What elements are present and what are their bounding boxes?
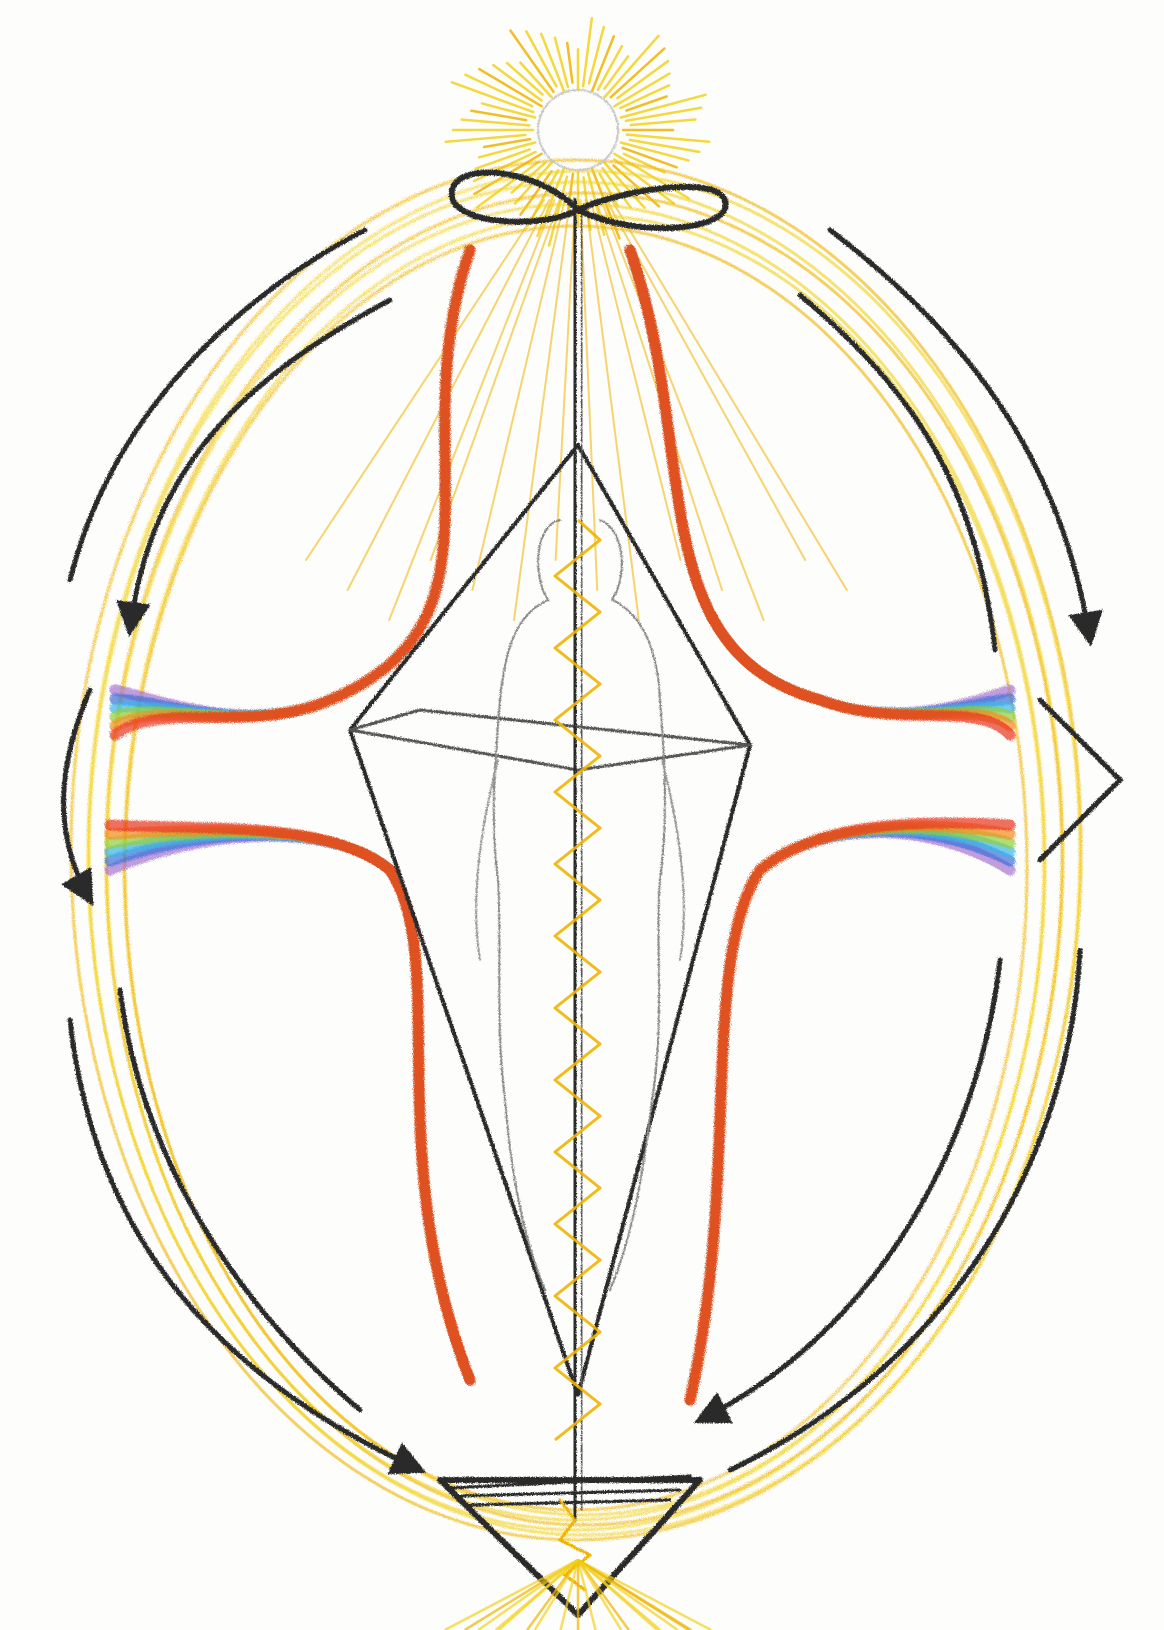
central-axis [574, 200, 582, 1520]
sun-ray [462, 120, 530, 126]
graphite-arc [64, 690, 90, 900]
spiral-line [555, 520, 600, 1440]
human-figure [476, 520, 684, 1290]
graphite-arc [730, 950, 1080, 1470]
graphite-arc [700, 960, 1000, 1420]
sun-ray [630, 140, 699, 152]
rainbow-band [115, 250, 470, 735]
graphite-arc [830, 230, 1090, 640]
sun-ray [631, 120, 696, 125]
energy-spiral [555, 520, 600, 1440]
sun-ray [389, 200, 554, 620]
rainbow-band [630, 250, 1010, 735]
bottom-rays [445, 1560, 711, 1630]
graphite-arc [70, 1020, 420, 1470]
rainbow-band [110, 825, 470, 1380]
sun-ray [589, 27, 604, 83]
sun-ray [567, 43, 572, 83]
sun-ray [555, 38, 568, 87]
sun-ray [514, 200, 570, 620]
aura-ring [88, 171, 1080, 1535]
